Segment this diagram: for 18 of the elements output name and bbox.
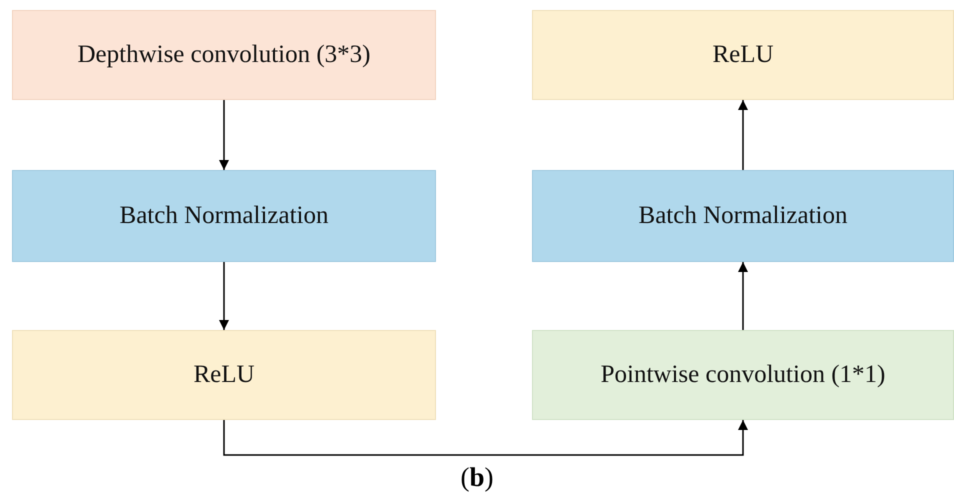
arrow	[219, 100, 229, 170]
figure-caption: (b)	[460, 462, 494, 493]
arrow	[223, 420, 748, 456]
box-label: ReLU	[193, 361, 255, 389]
box-label: Batch Normalization	[120, 202, 328, 230]
process-box	[532, 170, 954, 262]
process-box	[12, 330, 436, 420]
arrow	[219, 262, 229, 330]
box-label: ReLU	[712, 41, 774, 69]
box-label: Pointwise convolution (1*1)	[600, 361, 886, 389]
process-box	[12, 170, 436, 262]
process-box	[532, 330, 954, 420]
process-box	[532, 10, 954, 100]
box-label: Depthwise convolution (3*3)	[77, 41, 370, 69]
arrow	[738, 100, 748, 170]
arrow	[738, 262, 748, 330]
box-label: Batch Normalization	[638, 202, 848, 230]
process-box	[12, 10, 436, 100]
